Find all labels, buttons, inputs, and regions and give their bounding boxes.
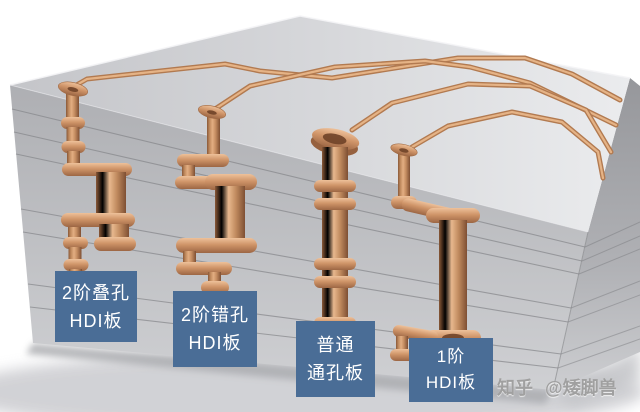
label-line: HDI板 [188, 333, 242, 353]
watermark-author: @矮脚兽 [545, 378, 617, 398]
label-line: 1阶 [436, 347, 466, 366]
label-line: HDI板 [69, 310, 123, 331]
label-staggered-hdi-board: 2阶错孔 HDI板 [173, 291, 257, 367]
label-line: 普通 [316, 335, 355, 355]
watermark-site: 知乎 [497, 378, 533, 398]
label-through-hole-board: 普通 通孔板 [296, 321, 375, 397]
label-line: 2阶错孔 [180, 305, 249, 325]
watermark: 知乎 @矮脚兽 [497, 374, 617, 400]
copper-traces [70, 55, 623, 181]
via-structure-staggered-hdi [175, 115, 257, 294]
label-line: HDI板 [425, 373, 477, 392]
label-one-stage-hdi-board: 1阶 HDI板 [409, 338, 493, 402]
surface-pads [58, 81, 418, 157]
label-stacked-hdi-board: 2阶叠孔 HDI板 [55, 271, 137, 342]
board-right-face [553, 78, 640, 390]
label-line: 通孔板 [307, 363, 364, 383]
label-line: 2阶叠孔 [61, 282, 130, 303]
